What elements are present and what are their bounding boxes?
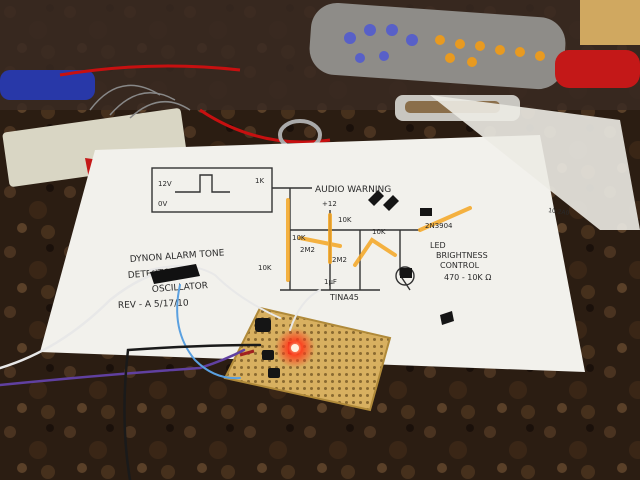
tv-remote — [309, 2, 566, 90]
cap-label: 1µF — [324, 278, 337, 286]
res-10k-c: 10K — [372, 228, 386, 236]
supply-label: +12 — [322, 200, 337, 208]
transistor-label: 2N3904 — [425, 222, 453, 230]
res-1k-label: 1K — [255, 177, 264, 185]
highlighter-marks — [286, 198, 472, 282]
side-paper — [430, 95, 640, 230]
led-note-2: BRIGHTNESS — [436, 251, 488, 260]
led-note-4: 470 - 10K Ω — [444, 273, 491, 282]
res-10k-b: 10K — [292, 234, 306, 242]
res-10k-a: 10K — [338, 216, 352, 224]
small-pcb — [580, 0, 640, 45]
led-note-1: LED — [430, 241, 446, 250]
input-block — [151, 167, 273, 213]
black-alligator-clip — [150, 264, 200, 284]
background-clutter — [0, 0, 640, 210]
blue-tool — [0, 70, 95, 100]
ic-label: TINA45 — [329, 293, 359, 302]
res-2m2-b: 2M2 — [332, 256, 347, 264]
input-label-top: 12V — [158, 180, 172, 188]
wires — [0, 265, 321, 480]
remote-buttons — [344, 24, 418, 63]
res-2m2-a: 2M2 — [300, 246, 315, 254]
led-note-3: CONTROL — [440, 261, 480, 270]
revision-label: REV - A 5/17/10 — [118, 299, 189, 311]
side-paper-label: 10 2A0 — [548, 207, 570, 217]
red-tool — [555, 50, 640, 88]
red-led — [291, 344, 299, 352]
loose-transistors — [368, 190, 454, 325]
audio-warning-label: AUDIO WARNING — [315, 185, 391, 195]
input-label-bottom: 0V — [158, 200, 167, 208]
res-10k-d: 10K — [258, 264, 272, 272]
